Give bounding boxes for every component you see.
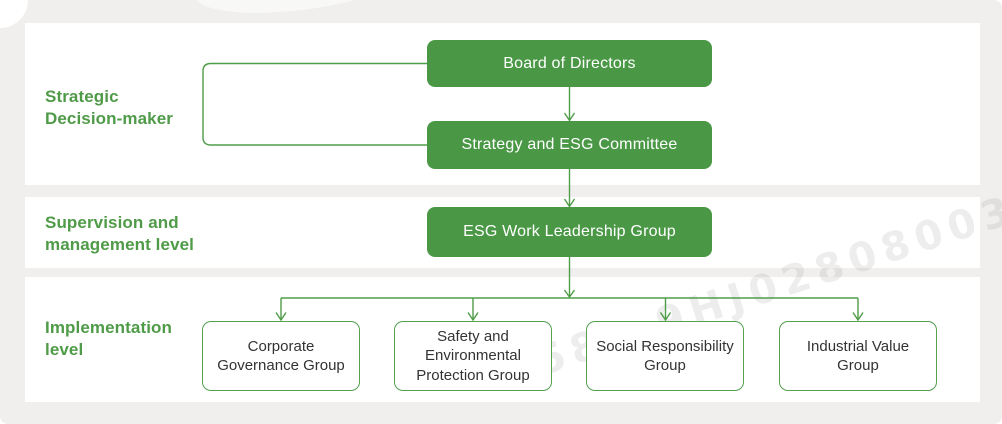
node-social-responsibility-group: Social Responsibility Group — [586, 321, 744, 391]
node-industrial-value-group: Industrial Value Group — [779, 321, 937, 391]
wave-decoration — [192, 0, 408, 23]
corner-decoration — [0, 0, 28, 28]
level-label-strategic-decision-maker: Strategic Decision-maker — [45, 87, 174, 129]
node-board-of-directors: Board of Directors — [427, 40, 712, 87]
node-strategy-esg-committee: Strategy and ESG Committee — [427, 121, 712, 169]
node-esg-work-leadership-group: ESG Work Leadership Group — [427, 207, 712, 257]
level-label-implementation: Implementation level — [45, 318, 173, 360]
node-safety-environmental-protection-group: Safety and Environmental Protection Grou… — [394, 321, 552, 391]
level-label-supervision-management: Supervision and management level — [45, 213, 194, 255]
node-corporate-governance-group: Corporate Governance Group — [202, 321, 360, 391]
